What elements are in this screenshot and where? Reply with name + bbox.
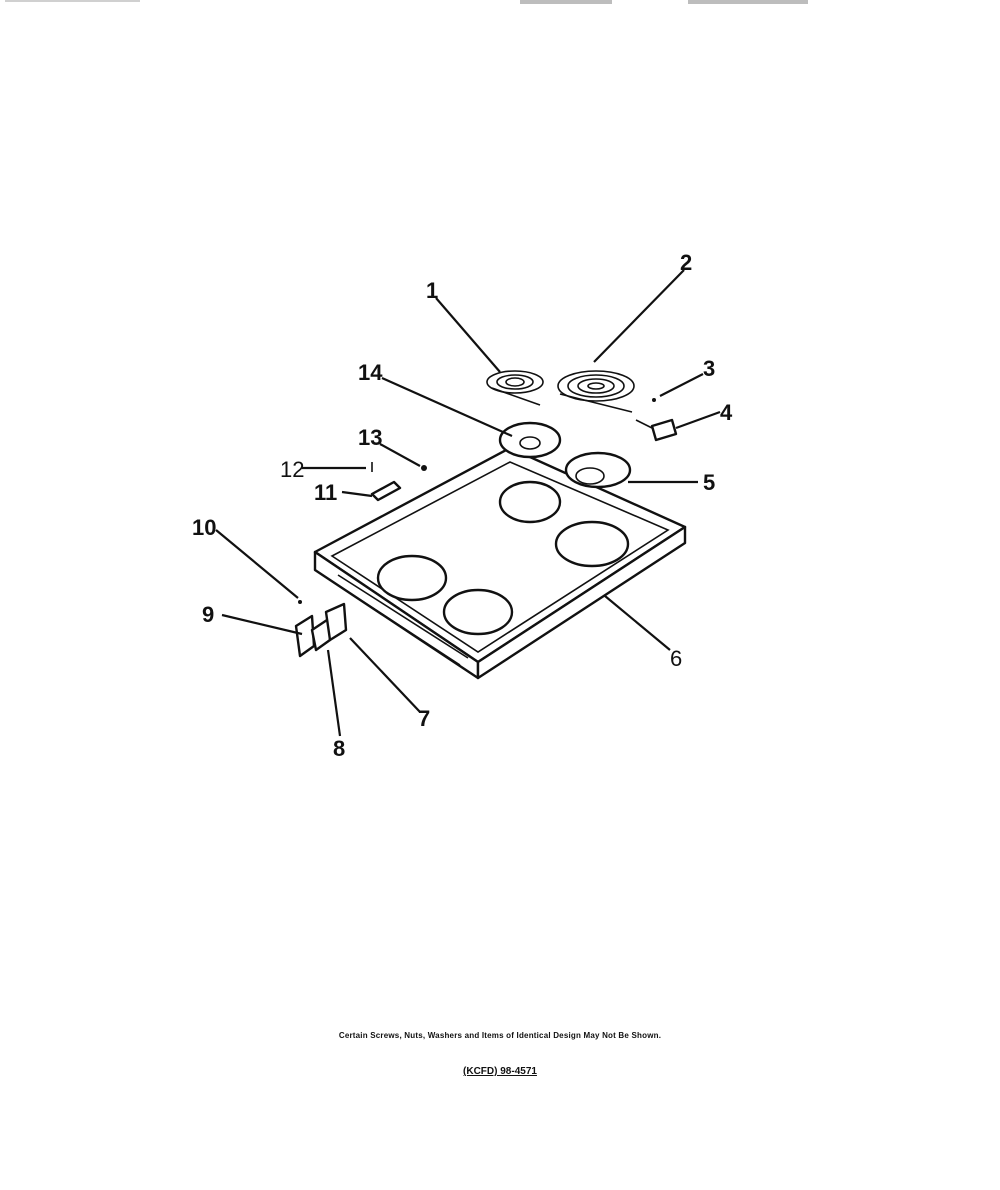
callout-10: 10 <box>192 515 216 540</box>
clip-part-11 <box>370 480 402 502</box>
callout-14: 14 <box>358 360 383 385</box>
callout-9: 9 <box>202 602 214 627</box>
screw-part-13 <box>421 465 427 471</box>
burner-opening-front-left <box>376 554 448 602</box>
burner-opening-rear-right <box>554 520 630 568</box>
callout-2: 2 <box>680 250 692 275</box>
bracket-part-7 <box>324 602 348 642</box>
element-receptacle <box>635 418 678 442</box>
cooktop-frame <box>313 446 687 680</box>
screw-part-10 <box>298 600 302 604</box>
drip-bowl-rear-left <box>498 421 562 459</box>
footer-note: Certain Screws, Nuts, Washers and Items … <box>338 1031 662 1040</box>
callout-11: 11 <box>314 480 337 505</box>
burner-openings <box>376 480 630 636</box>
bracket-part-9 <box>294 614 316 658</box>
burner-opening-front-right <box>442 588 514 636</box>
scan-mark-right <box>688 0 808 4</box>
scan-mark-middle <box>520 0 612 4</box>
surface-element-large <box>557 370 635 413</box>
callout-8: 8 <box>333 736 345 761</box>
callout-5: 5 <box>703 470 715 495</box>
screw-part-3 <box>652 398 656 402</box>
callout-3: 3 <box>703 356 715 381</box>
callout-numbers: 1 2 3 4 5 6 7 8 9 10 11 12 13 14 <box>192 250 733 761</box>
callout-6: 6 <box>670 646 682 671</box>
callout-12: 12 <box>280 457 304 482</box>
callout-7: 7 <box>418 706 430 731</box>
callout-4: 4 <box>720 400 733 425</box>
callout-1: 1 <box>426 278 438 303</box>
burner-opening-rear-left <box>498 480 562 524</box>
diagram-code: (KCFD) 98-4571 <box>463 1066 537 1077</box>
scan-mark-left <box>5 0 140 2</box>
callout-13: 13 <box>358 425 382 450</box>
surface-element-small <box>486 370 544 406</box>
drip-bowl-rear-right <box>564 451 632 489</box>
hinge-brackets <box>294 602 348 658</box>
leader-lines <box>215 269 721 737</box>
